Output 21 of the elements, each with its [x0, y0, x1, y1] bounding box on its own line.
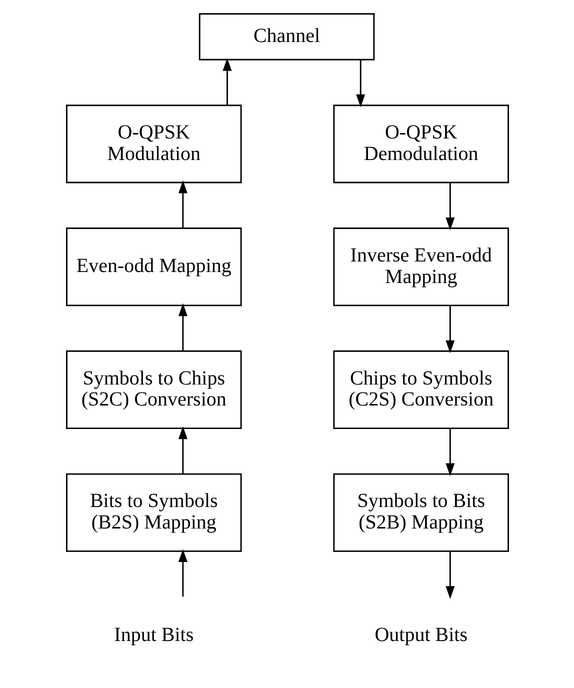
- node-box: Channel: [198, 13, 374, 60]
- arrow: [178, 549, 187, 597]
- node-box: Bits to Symbols (B2S) Mapping: [66, 473, 242, 552]
- arrow: [445, 306, 454, 354]
- arrow: [445, 428, 454, 476]
- node-box: Even-odd Mapping: [66, 228, 242, 306]
- arrow: [445, 182, 454, 230]
- arrow: [356, 60, 365, 108]
- node-box: Symbols to Chips (S2C) Conversion: [66, 350, 242, 430]
- node-box: Chips to Symbols (C2S) Conversion: [332, 350, 508, 430]
- node-box: Inverse Even-odd Mapping: [332, 228, 508, 306]
- node-box: O-QPSK Modulation: [66, 104, 242, 184]
- node-box: O-QPSK Demodulation: [332, 104, 508, 184]
- arrow: [178, 303, 187, 351]
- arrow: [222, 58, 232, 106]
- arrow: [445, 552, 454, 600]
- arrow: [178, 180, 187, 228]
- node-text: Output Bits: [374, 624, 468, 646]
- arrow: [178, 426, 187, 474]
- node-box: Symbols to Bits (S2B) Mapping: [332, 473, 508, 552]
- node-text: Input Bits: [114, 624, 194, 646]
